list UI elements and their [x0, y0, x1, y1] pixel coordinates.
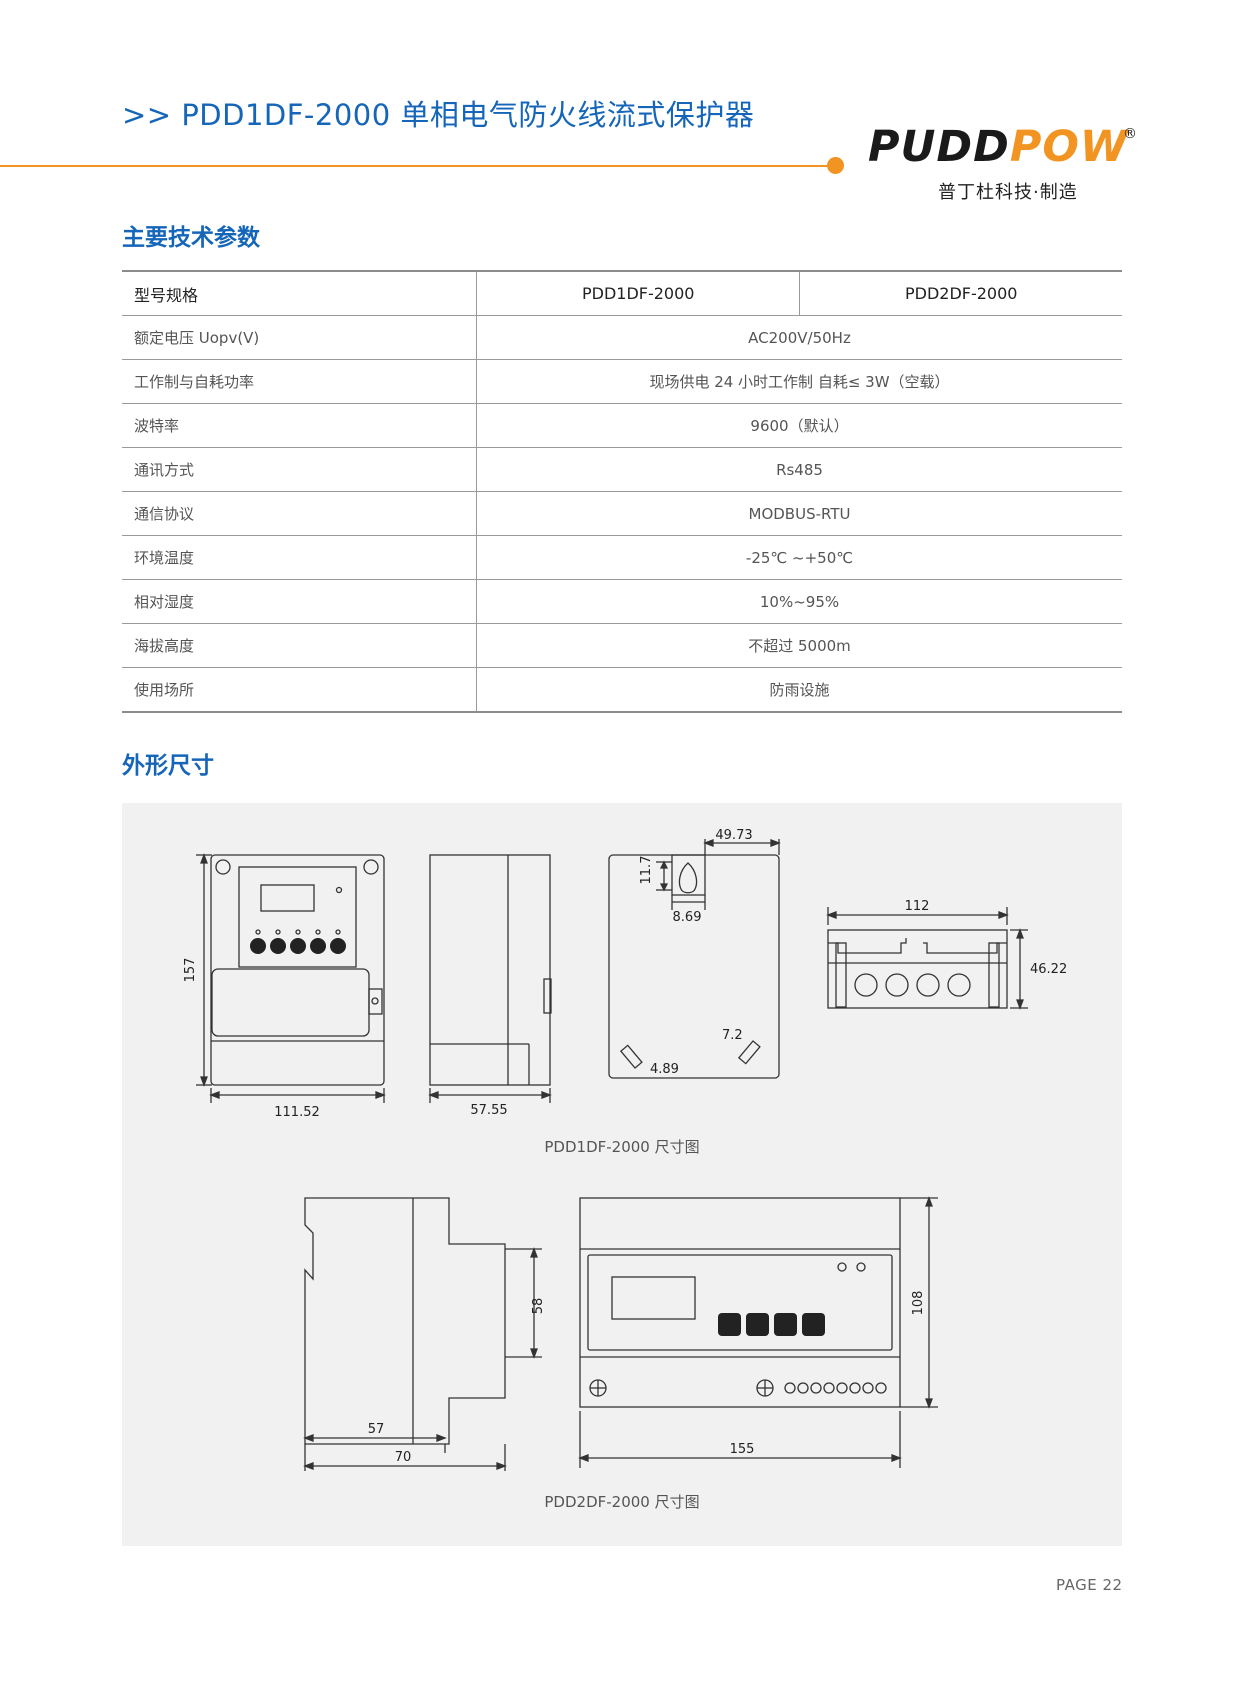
specs-header-row: 型号规格 PDD1DF-2000 PDD2DF-2000 — [122, 270, 1122, 316]
pdd2-depth-total-label: 70 — [395, 1450, 412, 1465]
pdd1-hole-width-label: 8.69 — [673, 910, 702, 925]
spec-label: 环境温度 — [122, 535, 477, 580]
table-row: 通信协议 MODBUS-RTU — [122, 491, 1122, 536]
spec-label: 使用场所 — [122, 667, 477, 713]
spec-value: 9600（默认） — [476, 403, 1122, 448]
spec-value: 现场供电 24 小时工作制 自耗≤ 3W（空载） — [476, 359, 1122, 404]
spec-value: Rs485 — [476, 447, 1122, 492]
spec-value: -25℃ ~+50℃ — [476, 535, 1122, 580]
logo-wordmark-part2: POW — [1009, 122, 1129, 172]
pdd2-width-label: 155 — [730, 1442, 755, 1457]
spec-label: 通讯方式 — [122, 447, 477, 492]
pdd2-depth-inner-label: 57 — [368, 1422, 385, 1437]
pdd1-bottom-height-label: 46.22 — [1030, 962, 1067, 977]
dimension-drawings-panel: 157 111.52 57.55 — [122, 803, 1122, 1546]
pdd1-rear-view — [608, 839, 781, 1079]
dimension-drawings: 157 111.52 57.55 — [183, 828, 1067, 1511]
spec-label: 波特率 — [122, 403, 477, 448]
specs-section-title: 主要技术参数 — [122, 225, 260, 251]
table-row: 相对湿度 10%~95% — [122, 579, 1122, 624]
pdd1-slot-right-label: 7.2 — [722, 1028, 743, 1043]
spec-value: 防雨设施 — [476, 667, 1122, 713]
spec-value: 10%~95% — [476, 579, 1122, 624]
pdd1-width-label: 111.52 — [274, 1105, 320, 1120]
specs-header-model-2: PDD2DF-2000 — [799, 270, 1122, 316]
pdd1-depth-label: 57.55 — [470, 1103, 507, 1118]
table-row: 环境温度 -25℃ ~+50℃ — [122, 535, 1122, 580]
page-number: PAGE 22 — [1056, 1576, 1123, 1594]
spec-label: 额定电压 Uopv(V) — [122, 315, 477, 360]
table-row: 使用场所 防雨设施 — [122, 667, 1122, 713]
pdd1-caption: PDD1DF-2000 尺寸图 — [544, 1138, 699, 1156]
logo-wordmark: PUDDPOW — [868, 126, 1138, 169]
pdd1-bottom-view — [826, 907, 1028, 1010]
table-row: 海拔高度 不超过 5000m — [122, 623, 1122, 668]
spec-value: AC200V/50Hz — [476, 315, 1122, 360]
pdd2-caption: PDD2DF-2000 尺寸图 — [544, 1493, 699, 1511]
pdd1-height-label: 157 — [183, 958, 198, 983]
spec-label: 通信协议 — [122, 491, 477, 536]
pdd1-bottom-width-label: 112 — [905, 899, 930, 914]
logo-registered-mark: ® — [1123, 126, 1137, 142]
table-row: 波特率 9600（默认） — [122, 403, 1122, 448]
pdd1-hole-spacing-label: 49.73 — [715, 828, 752, 843]
specs-table: 型号规格 PDD1DF-2000 PDD2DF-2000 额定电压 Uopv(V… — [122, 270, 1122, 713]
brand-logo: PUDDPOW ® 普丁杜科技·制造 — [868, 126, 1138, 206]
pdd2-front-view — [578, 1196, 938, 1468]
spec-value: 不超过 5000m — [476, 623, 1122, 668]
pdd1-slot-left-label: 4.89 — [650, 1062, 679, 1077]
pdd2-rail-height-label: 58 — [531, 1298, 546, 1315]
header-divider — [0, 165, 830, 167]
spec-label: 工作制与自耗功率 — [122, 359, 477, 404]
table-row: 额定电压 Uopv(V) AC200V/50Hz — [122, 315, 1122, 360]
pdd1-front-view — [196, 853, 386, 1103]
spec-label: 海拔高度 — [122, 623, 477, 668]
dimensions-section-title: 外形尺寸 — [122, 753, 214, 779]
pdd2-side-view — [303, 1197, 542, 1471]
specs-header-model-1: PDD1DF-2000 — [476, 270, 801, 316]
logo-wordmark-part1: PUDD — [868, 122, 1010, 172]
logo-subtitle: 普丁杜科技·制造 — [938, 182, 1078, 203]
page-title: >> PDD1DF-2000 单相电气防火线流式保护器 — [122, 98, 755, 132]
pdd2-height-label: 108 — [911, 1291, 926, 1316]
specs-header-label: 型号规格 — [122, 270, 477, 316]
spec-value: MODBUS-RTU — [476, 491, 1122, 536]
pdd1-hole-height-label: 11.7 — [639, 856, 654, 885]
spec-label: 相对湿度 — [122, 579, 477, 624]
table-row: 通讯方式 Rs485 — [122, 447, 1122, 492]
table-row: 工作制与自耗功率 现场供电 24 小时工作制 自耗≤ 3W（空载） — [122, 359, 1122, 404]
header-divider-dot — [827, 157, 844, 174]
pdd1-side-view — [428, 854, 552, 1103]
